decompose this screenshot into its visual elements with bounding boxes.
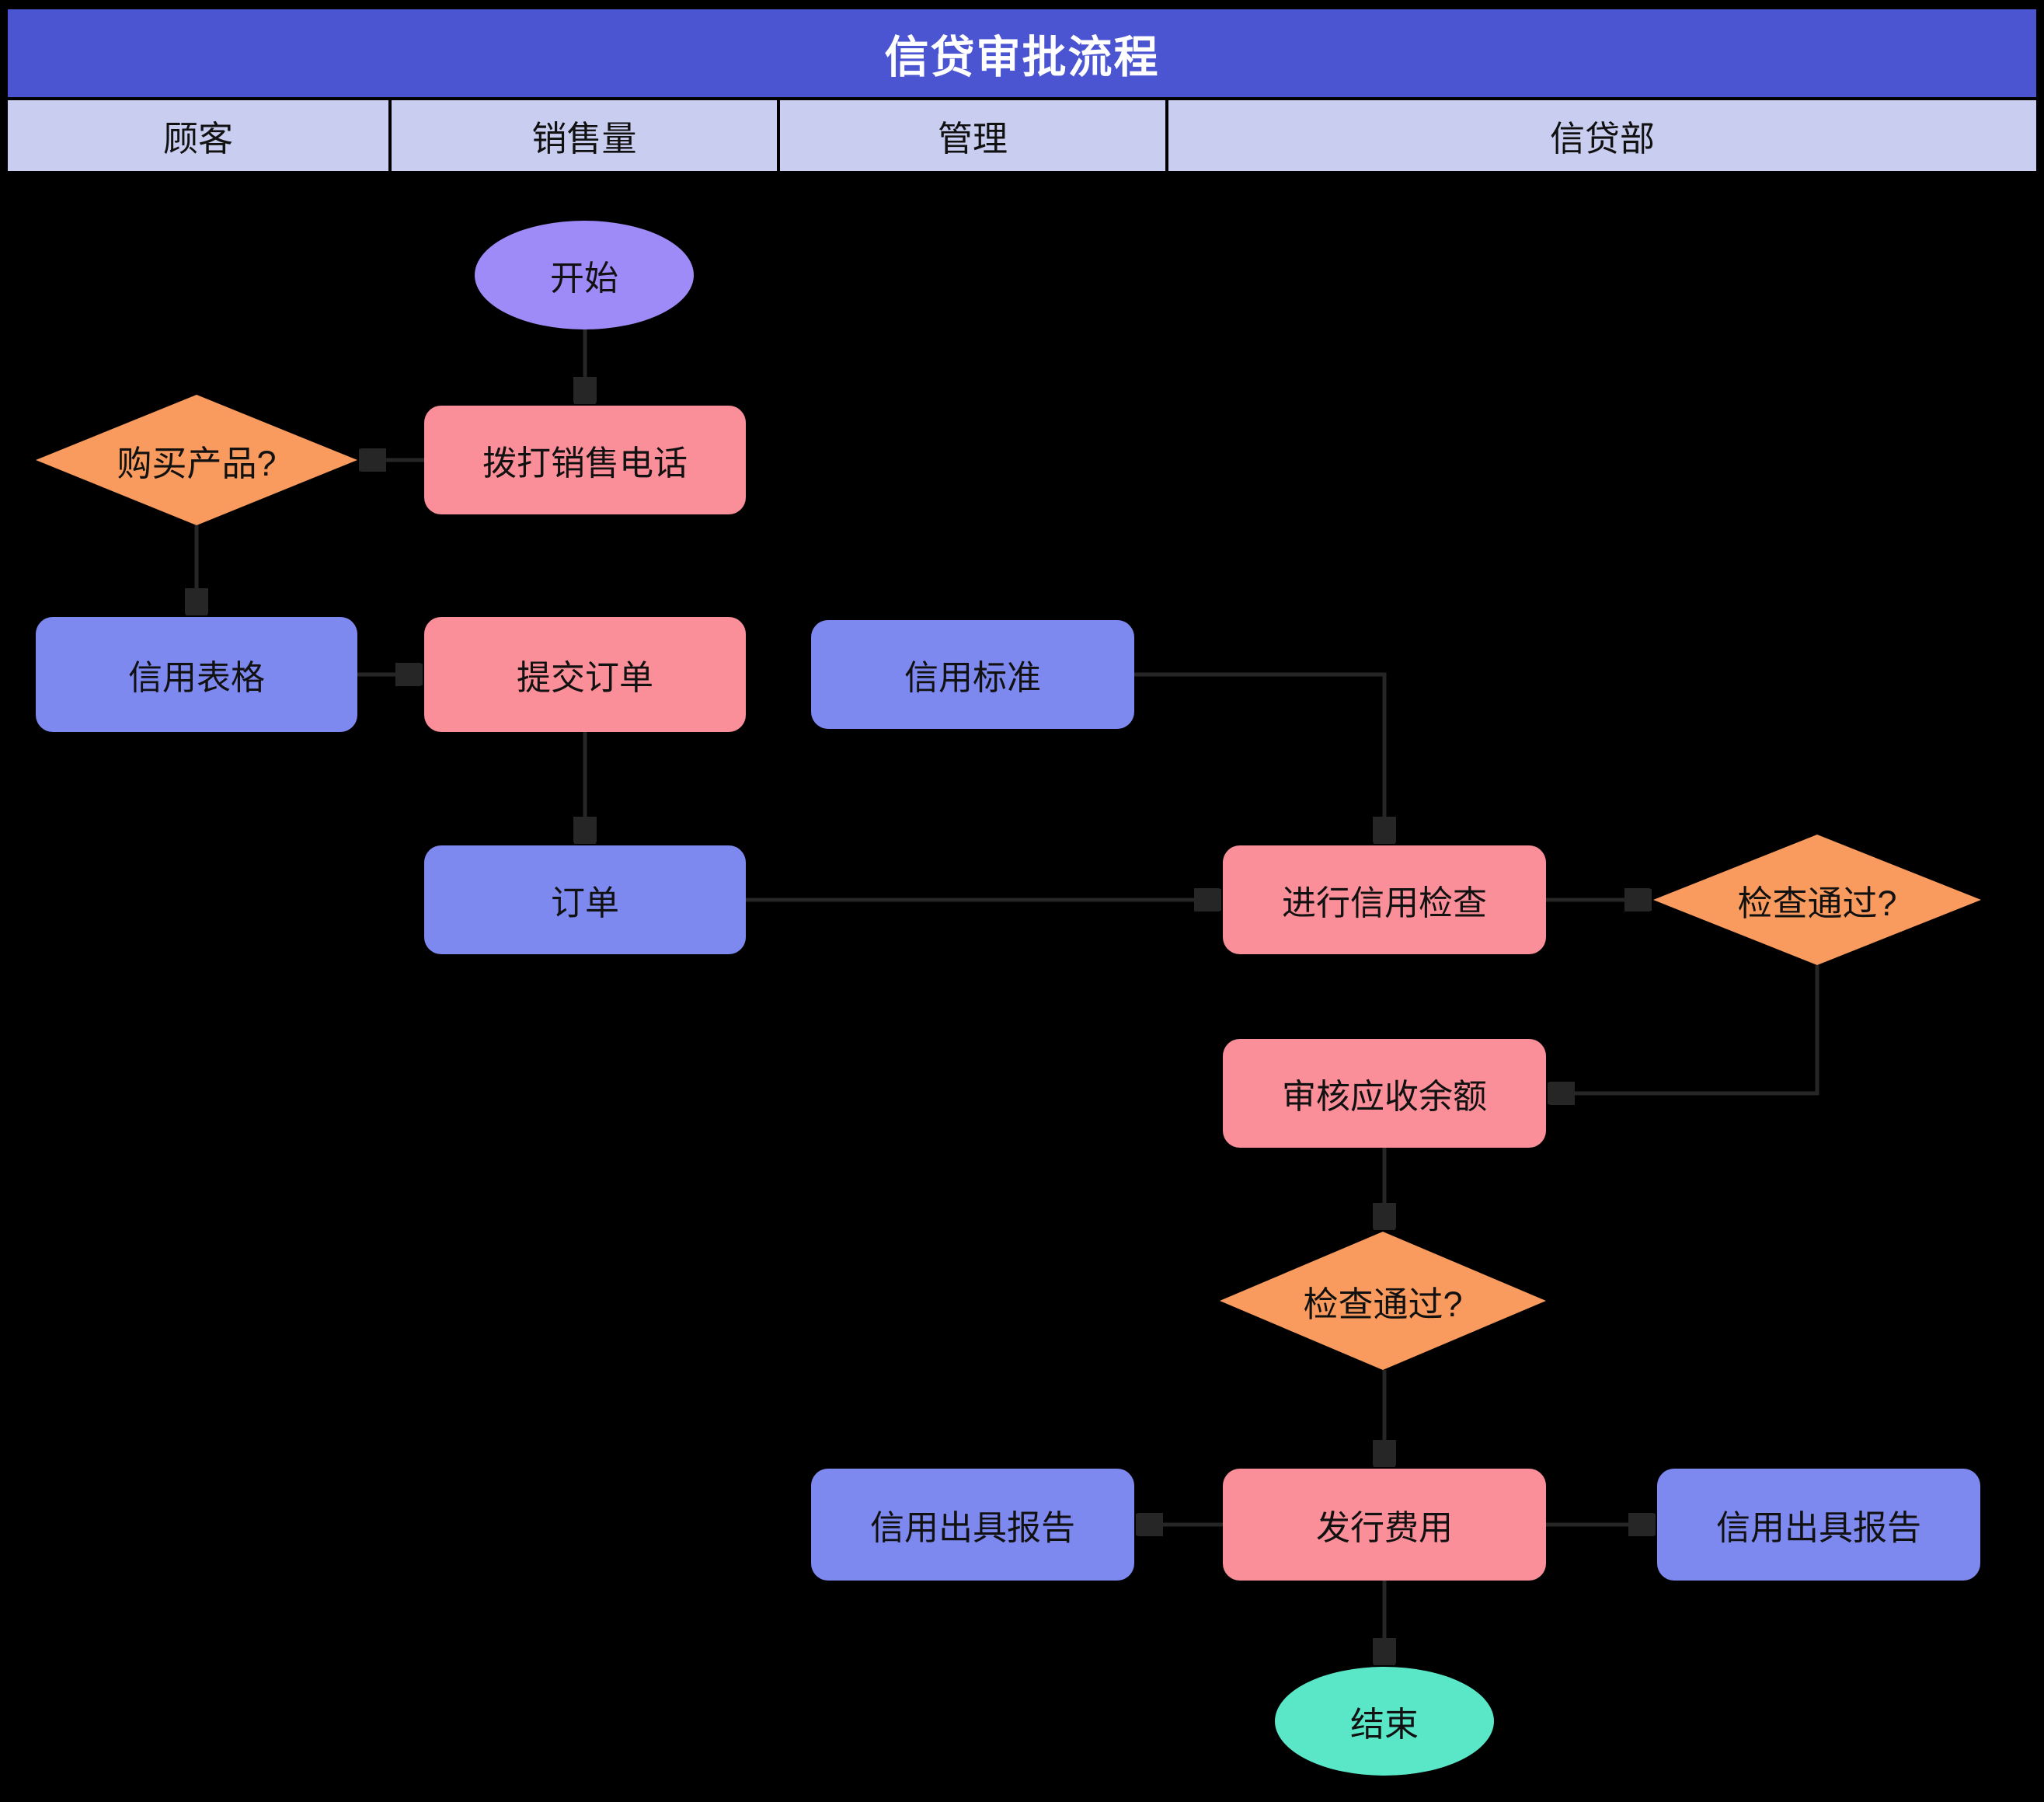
lane-header-management: 管理	[780, 100, 1165, 171]
lane-header-credit-dept: 信贷部	[1168, 100, 2036, 171]
node-review-balance[interactable]: 审核应收余额	[1223, 1039, 1546, 1148]
edge-credit-standard-to-credit-check	[1134, 672, 1384, 844]
node-credit-form[interactable]: 信用表格	[36, 617, 357, 732]
page-title: 信贷审批流程	[8, 9, 2036, 97]
node-start[interactable]: 开始	[475, 221, 694, 329]
node-credit-standard[interactable]: 信用标准	[811, 620, 1134, 729]
node-order[interactable]: 订单	[424, 845, 746, 954]
lane-header-customer: 顾客	[8, 100, 388, 171]
node-submit-order[interactable]: 提交订单	[424, 617, 746, 732]
node-credit-report-left[interactable]: 信用出具报告	[811, 1469, 1134, 1581]
edge-check-pass-1-to-review-balance	[1548, 965, 1819, 1093]
node-end[interactable]: 结束	[1275, 1667, 1494, 1776]
swimlane-header: 顾客 销售量 管理 信贷部	[8, 100, 2036, 171]
lane-header-sales: 销售量	[392, 100, 777, 171]
node-issue-fee[interactable]: 发行费用	[1223, 1469, 1546, 1581]
node-call-sales[interactable]: 拨打销售电话	[424, 406, 746, 514]
node-credit-check[interactable]: 进行信用检查	[1223, 845, 1546, 954]
node-credit-report-right[interactable]: 信用出具报告	[1657, 1469, 1980, 1581]
